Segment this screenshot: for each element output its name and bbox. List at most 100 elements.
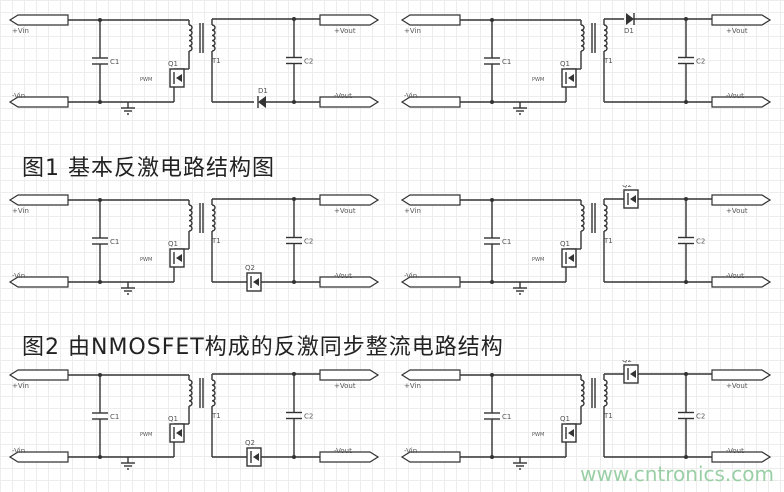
q1-pwm-label: PWM <box>140 432 152 438</box>
vout-pos-terminal <box>711 369 772 381</box>
primary-winding <box>188 204 193 232</box>
vin-neg-label: -Vin <box>12 92 25 100</box>
vin-pos-label: +Vin <box>12 382 29 390</box>
vin-pos-label: +Vin <box>404 382 421 390</box>
q1-arrow <box>568 254 574 262</box>
c2-label: C2 <box>304 413 313 421</box>
primary-winding <box>188 379 193 407</box>
t1-label: T1 <box>211 57 221 65</box>
vout-pos-terminal <box>319 369 380 381</box>
secondary-winding <box>603 204 608 232</box>
q1-arrow <box>568 74 574 82</box>
q2-label: Q2 <box>622 360 632 364</box>
c2-label: C2 <box>304 58 313 66</box>
c2-label: C2 <box>696 58 705 66</box>
q1-label: Q1 <box>560 240 570 248</box>
q1-label: Q1 <box>168 60 178 68</box>
vin-pos-terminal <box>400 369 461 381</box>
secondary-winding <box>603 24 608 52</box>
primary-winding <box>580 379 585 407</box>
q1-arrow <box>176 74 182 82</box>
vin-neg-label: -Vin <box>12 447 25 455</box>
d1-label: D1 <box>258 87 268 95</box>
vout-pos-terminal <box>711 14 772 26</box>
vin-pos-terminal <box>8 14 69 26</box>
t1-label: T1 <box>603 57 613 65</box>
c1-label: C1 <box>110 58 119 66</box>
vin-pos-terminal <box>400 14 461 26</box>
watermark: www.cntronics.com <box>580 462 774 486</box>
vin-neg-label: -Vin <box>404 272 417 280</box>
vout-pos-terminal <box>711 194 772 206</box>
c1-label: C1 <box>502 413 511 421</box>
q2-arrow <box>253 453 259 461</box>
q1-pwm-label: PWM <box>140 77 152 83</box>
t1-label: T1 <box>211 237 221 245</box>
vout-neg-label: -Vout <box>726 92 744 100</box>
vout-neg-label: -Vout <box>334 92 352 100</box>
vout-neg-terminal <box>319 96 380 108</box>
vin-neg-label: -Vin <box>12 272 25 280</box>
c2-label: C2 <box>696 413 705 421</box>
c1-label: C1 <box>110 238 119 246</box>
vout-pos-label: +Vout <box>726 27 748 35</box>
primary-winding <box>188 24 193 52</box>
secondary-winding <box>211 204 216 232</box>
figure-2-caption: 图2 由NMOSFET构成的反激同步整流电路结构 <box>22 335 504 360</box>
primary-winding <box>580 24 585 52</box>
q1-pwm-label: PWM <box>532 77 544 83</box>
vout-pos-terminal <box>319 194 380 206</box>
q1-label: Q1 <box>560 415 570 423</box>
q1-arrow <box>176 254 182 262</box>
q1-label: Q1 <box>168 415 178 423</box>
vout-neg-terminal <box>711 276 772 288</box>
q1-pwm-label: PWM <box>532 432 544 438</box>
secondary-winding <box>211 24 216 52</box>
c1-label: C1 <box>110 413 119 421</box>
vin-pos-label: +Vin <box>12 27 29 35</box>
q2-arrow <box>253 278 259 286</box>
q2-arrow <box>630 195 636 203</box>
vout-neg-terminal <box>711 451 772 463</box>
c1-label: C1 <box>502 238 511 246</box>
vout-neg-terminal <box>711 96 772 108</box>
q2-label: Q2 <box>622 185 632 189</box>
vin-neg-label: -Vin <box>404 92 417 100</box>
d1-triangle <box>626 13 634 25</box>
vout-neg-label: -Vout <box>726 447 744 455</box>
vin-pos-terminal <box>400 194 461 206</box>
q2-arrow <box>630 370 636 378</box>
figure-1-caption: 图1 基本反激电路结构图 <box>22 156 275 181</box>
t1-label: T1 <box>603 237 613 245</box>
d1-label: D1 <box>624 27 634 35</box>
vout-pos-label: +Vout <box>334 27 356 35</box>
q1-arrow <box>568 429 574 437</box>
vout-neg-terminal <box>319 451 380 463</box>
q2-label: Q2 <box>245 264 255 272</box>
q1-arrow <box>176 429 182 437</box>
vin-neg-label: -Vin <box>404 447 417 455</box>
vout-neg-label: -Vout <box>334 272 352 280</box>
q1-pwm-label: PWM <box>532 257 544 263</box>
d1-triangle <box>258 96 266 108</box>
q1-label: Q1 <box>168 240 178 248</box>
vin-pos-terminal <box>8 194 69 206</box>
vout-neg-label: -Vout <box>334 447 352 455</box>
vin-pos-terminal <box>8 369 69 381</box>
vout-pos-label: +Vout <box>334 382 356 390</box>
vout-pos-label: +Vout <box>334 207 356 215</box>
q1-label: Q1 <box>560 60 570 68</box>
primary-winding <box>580 204 585 232</box>
vout-pos-label: +Vout <box>726 207 748 215</box>
vout-neg-label: -Vout <box>726 272 744 280</box>
